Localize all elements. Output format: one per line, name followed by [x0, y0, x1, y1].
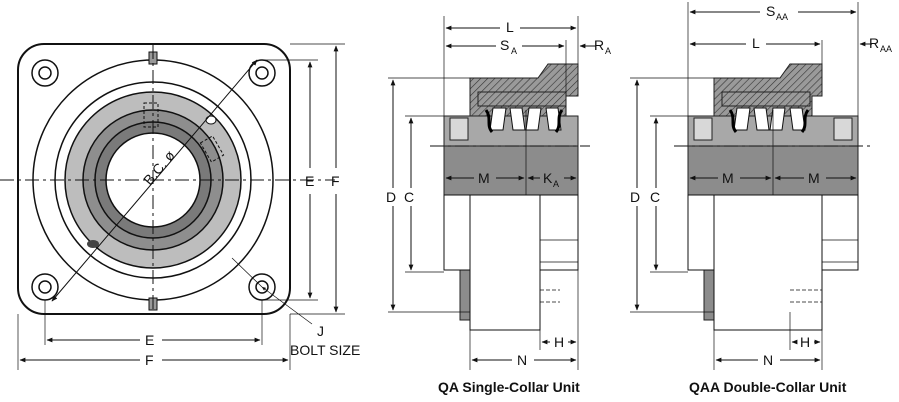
f-horizontal-label: F	[145, 352, 154, 368]
qaa-m2-label: M	[808, 170, 820, 186]
qa-s-label: S	[500, 37, 509, 53]
qa-caption: QA Single-Collar Unit	[438, 379, 580, 395]
j-label: J	[317, 323, 324, 339]
qaa-caption: QAA Double-Collar Unit	[689, 379, 847, 395]
qaa-n-label: N	[763, 352, 773, 368]
qaa-r-label: R	[869, 35, 879, 51]
qaa-m1-label: M	[722, 170, 734, 186]
qa-d-label: D	[386, 189, 396, 205]
qaa-s-sub: AA	[776, 12, 788, 22]
qaa-c-label: C	[650, 189, 660, 205]
qaa-h-label: H	[800, 334, 810, 350]
qa-n-label: N	[517, 352, 527, 368]
qa-k-sub: A	[553, 179, 559, 189]
qaa-l-label: L	[752, 35, 760, 51]
qa-s-sub: A	[511, 46, 517, 56]
e-vertical-label: E	[305, 173, 314, 189]
qa-h-label: H	[554, 334, 564, 350]
e-horizontal-label: E	[145, 332, 154, 348]
qaa-view: S AA L R AA M M D C H N QAA Double-Colla…	[630, 2, 892, 395]
qa-l-label: L	[506, 19, 514, 35]
qa-k-label: K	[543, 170, 553, 186]
qa-r-sub: A	[605, 46, 611, 56]
qa-r-label: R	[594, 37, 604, 53]
qaa-s-label: S	[766, 3, 775, 19]
bolt-size-label: BOLT SIZE	[290, 342, 360, 358]
qa-view: L S A R A M K A D C H N QA Single-Collar…	[386, 16, 611, 395]
qaa-r-sub: AA	[880, 44, 892, 54]
front-view: B.C. ø E F E F J BOLT SIZE	[0, 43, 360, 370]
qa-c-label: C	[404, 189, 414, 205]
qaa-d-label: D	[630, 189, 640, 205]
f-vertical-label: F	[331, 173, 340, 189]
qa-m-label: M	[478, 170, 490, 186]
